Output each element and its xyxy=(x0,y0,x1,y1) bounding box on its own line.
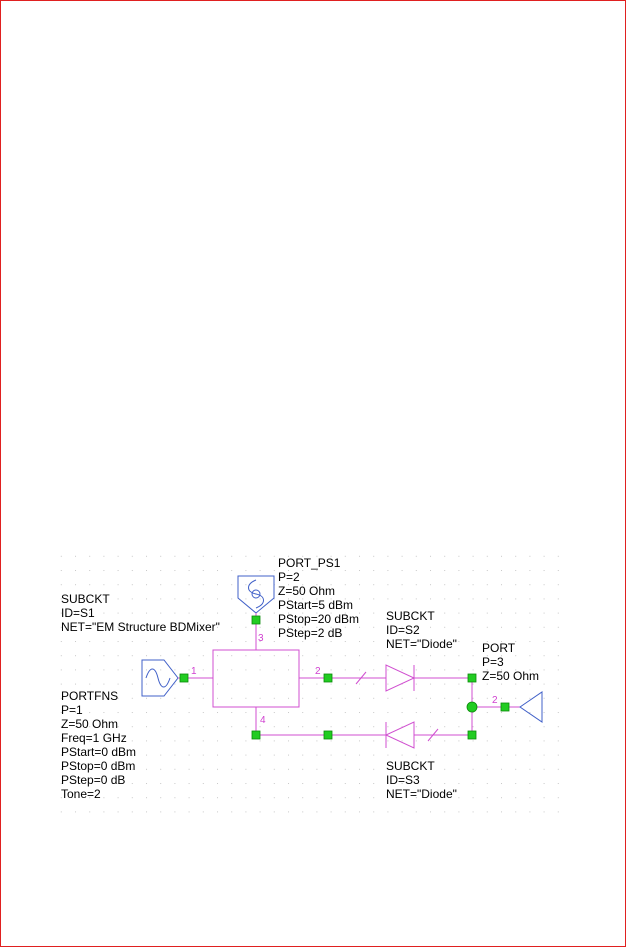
pin-number: 2 xyxy=(315,666,321,677)
port3-label: PORT P=3 Z=50 Ohm xyxy=(482,641,539,683)
grid-dots xyxy=(50,555,560,815)
connection-nodes xyxy=(179,615,510,740)
node[interactable] xyxy=(179,673,189,683)
junction-node[interactable] xyxy=(466,701,478,713)
subckt-s3-label: SUBCKT ID=S3 NET="Diode" xyxy=(386,759,457,801)
pin-number: 3 xyxy=(258,633,264,644)
subckt-s1-box[interactable] xyxy=(212,649,300,708)
wires xyxy=(188,620,520,742)
node[interactable] xyxy=(323,673,333,683)
subckt-s2-label: SUBCKT ID=S2 NET="Diode" xyxy=(386,609,457,651)
node[interactable] xyxy=(467,673,477,683)
pin-number: 2 xyxy=(492,695,498,706)
power-sweep-icon[interactable] xyxy=(237,575,275,620)
node[interactable] xyxy=(251,615,261,625)
node[interactable] xyxy=(323,730,333,740)
diode-icon[interactable] xyxy=(385,664,416,692)
node[interactable] xyxy=(251,730,261,740)
port-terminal-icon[interactable] xyxy=(519,691,543,723)
pin-number: 4 xyxy=(260,715,266,726)
subckt-s1-label: SUBCKT ID=S1 NET="EM Structure BDMixer" xyxy=(61,592,220,634)
diode-icon[interactable] xyxy=(384,721,415,749)
node[interactable] xyxy=(467,730,477,740)
pin-number: 1 xyxy=(191,666,197,677)
port-ps1-label: PORT_PS1 P=2 Z=50 Ohm PStart=5 dBm PStop… xyxy=(278,556,362,640)
node[interactable] xyxy=(500,702,510,712)
portfns-label: PORTFNS P=1 Z=50 Ohm Freq=1 GHz PStart=0… xyxy=(61,689,139,801)
